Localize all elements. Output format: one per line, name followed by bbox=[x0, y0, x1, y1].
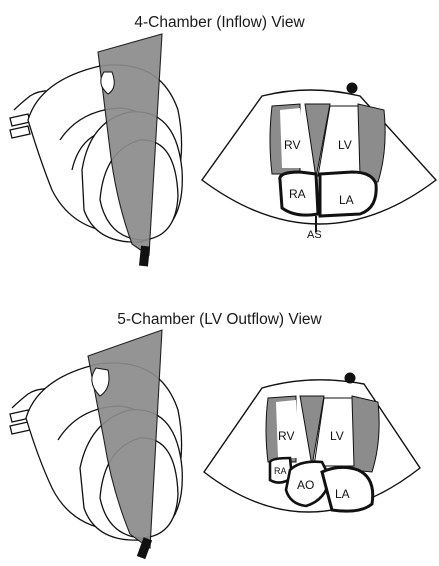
echo-sector-5-chamber: RV LV RA AO LA bbox=[204, 373, 420, 513]
label-rv: RV bbox=[278, 429, 294, 443]
orientation-marker-icon bbox=[345, 373, 356, 384]
lv-wall bbox=[358, 104, 385, 182]
label-lv: LV bbox=[330, 429, 344, 443]
label-rv: RV bbox=[284, 138, 300, 152]
lv-wall bbox=[352, 396, 379, 472]
vessel-stub bbox=[10, 126, 30, 138]
label-ao: AO bbox=[297, 478, 314, 492]
label-ra: RA bbox=[289, 187, 306, 201]
label-ra: RA bbox=[274, 466, 287, 476]
label-as: AS bbox=[307, 229, 322, 241]
label-la: LA bbox=[335, 487, 350, 501]
echo-sector-4-chamber: RV LV RA LA AS bbox=[202, 83, 436, 242]
vessel-stub bbox=[10, 422, 30, 434]
vessel-stub bbox=[10, 114, 30, 126]
orientation-marker-icon bbox=[347, 83, 358, 94]
label-la: LA bbox=[339, 193, 354, 207]
label-lv: LV bbox=[338, 138, 352, 152]
